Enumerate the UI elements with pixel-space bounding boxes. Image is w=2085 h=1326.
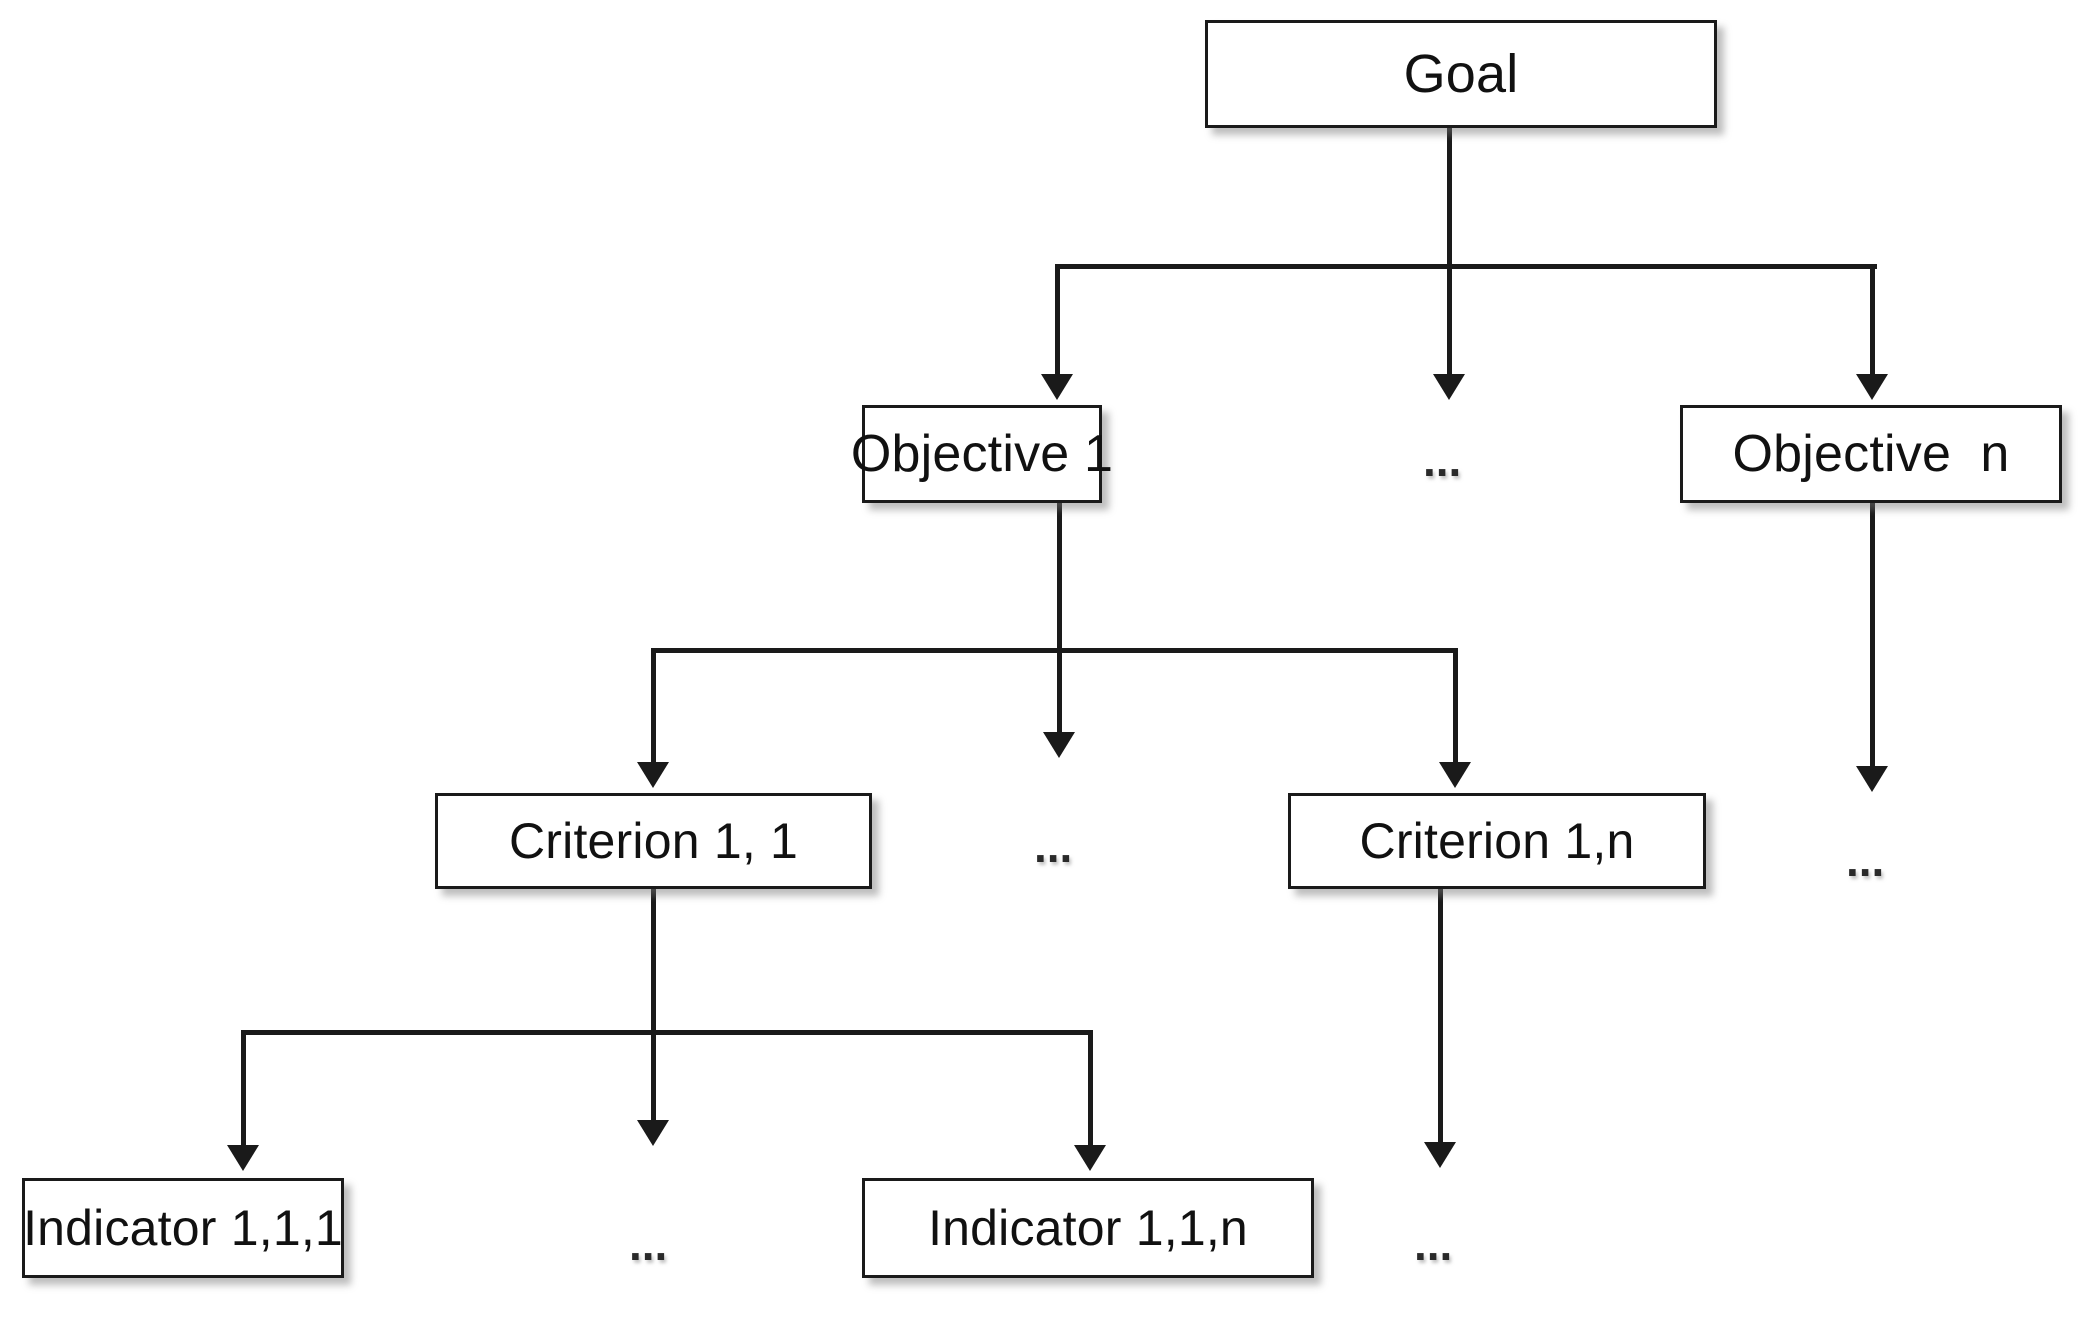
arrowhead-criterion-1-n bbox=[1439, 762, 1471, 788]
arrowhead-indicator-mid bbox=[637, 1120, 669, 1146]
ellipsis-criterion-middle: ... bbox=[1034, 820, 1073, 872]
node-criterion-1-1-label: Criterion 1, 1 bbox=[508, 813, 799, 869]
arrowhead-objective-n bbox=[1856, 374, 1888, 400]
connector-criterion-1-1-to-indicator-1-1-1 bbox=[241, 1030, 246, 1147]
node-goal[interactable]: Goal bbox=[1205, 20, 1717, 128]
connector-goal-to-objective-1 bbox=[1055, 264, 1060, 376]
connector-criterion-1-n-to-child bbox=[1438, 889, 1443, 1144]
connector-criterion-1-1-to-indicator-1-1-n bbox=[1088, 1030, 1093, 1147]
arrowhead-objective-1 bbox=[1041, 374, 1073, 400]
connector-criterion-bar bbox=[653, 648, 1458, 653]
arrowhead-criterion-1-n-child bbox=[1424, 1142, 1456, 1168]
arrowhead-criterion-mid bbox=[1043, 732, 1075, 758]
connector-objective-1-to-criterion-1-1 bbox=[651, 648, 656, 764]
node-objective-1-label: Objective 1 bbox=[850, 425, 1114, 483]
node-objective-n[interactable]: Objective n bbox=[1680, 405, 2062, 503]
arrowhead-criterion-1-1 bbox=[637, 762, 669, 788]
node-objective-n-label: Objective n bbox=[1732, 425, 2010, 483]
node-criterion-1-1[interactable]: Criterion 1, 1 bbox=[435, 793, 872, 889]
node-indicator-1-1-1[interactable]: Indicator 1,1,1 bbox=[22, 1178, 344, 1278]
node-criterion-1-n-label: Criterion 1,n bbox=[1359, 813, 1635, 869]
connector-objective-1-trunk bbox=[1057, 503, 1062, 653]
arrowhead-objective-mid bbox=[1433, 374, 1465, 400]
arrowhead-indicator-1-1-n bbox=[1074, 1145, 1106, 1171]
arrowhead-objective-n-child bbox=[1856, 766, 1888, 792]
connector-objective-1-to-criterion-1-n bbox=[1453, 648, 1458, 764]
node-indicator-1-1-n-label: Indicator 1,1,n bbox=[928, 1200, 1248, 1256]
connector-objective-bar bbox=[1057, 264, 1877, 269]
connector-indicator-bar bbox=[243, 1030, 1092, 1035]
ellipsis-indicator-middle: ... bbox=[629, 1218, 668, 1270]
node-criterion-1-n[interactable]: Criterion 1,n bbox=[1288, 793, 1706, 889]
arrowhead-indicator-1-1-1 bbox=[227, 1145, 259, 1171]
connector-goal-to-objective-mid bbox=[1447, 264, 1452, 376]
node-indicator-1-1-n[interactable]: Indicator 1,1,n bbox=[862, 1178, 1314, 1278]
connector-criterion-1-1-trunk bbox=[651, 889, 656, 1032]
node-indicator-1-1-1-label: Indicator 1,1,1 bbox=[23, 1200, 343, 1256]
connector-objective-1-to-criterion-mid bbox=[1057, 648, 1062, 734]
connector-objective-n-to-child bbox=[1870, 503, 1875, 768]
connector-goal-trunk bbox=[1447, 128, 1452, 269]
connector-goal-to-objective-n bbox=[1870, 264, 1875, 376]
ellipsis-objective-middle: ... bbox=[1423, 434, 1462, 486]
node-objective-1[interactable]: Objective 1 bbox=[851, 405, 1113, 503]
ellipsis-objective-n-child: ... bbox=[1846, 834, 1885, 886]
node-goal-label: Goal bbox=[1403, 44, 1519, 104]
ellipsis-criterion-1-n-child: ... bbox=[1414, 1218, 1453, 1270]
connector-criterion-1-1-to-indicator-mid bbox=[651, 1030, 656, 1122]
